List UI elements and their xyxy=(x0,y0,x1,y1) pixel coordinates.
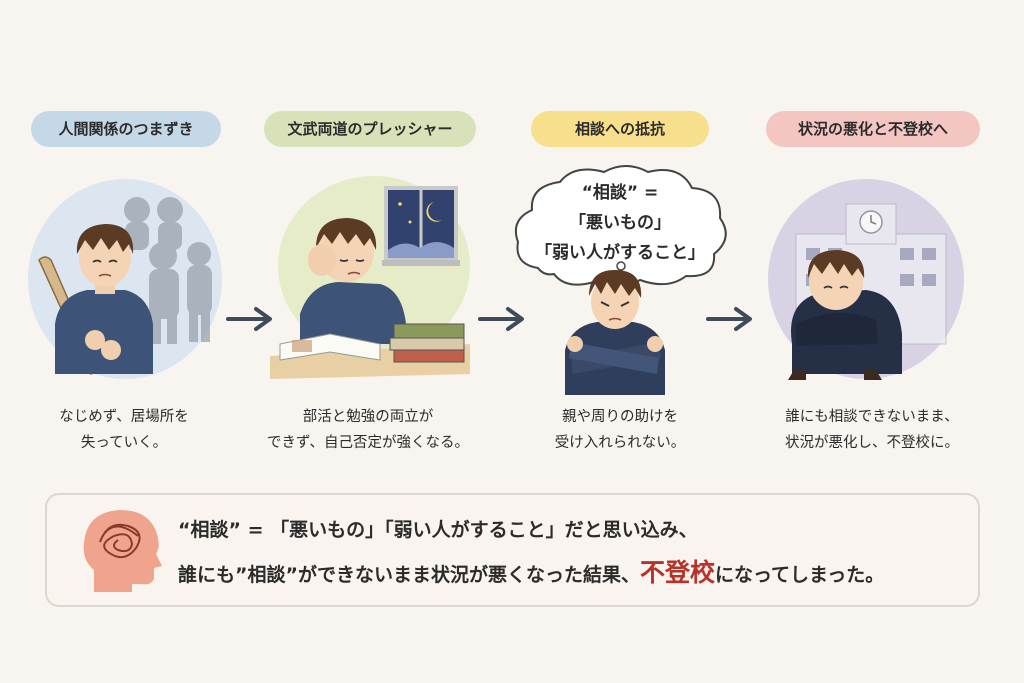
summary-highlight: 不登校 xyxy=(639,558,715,587)
summary-line-2: 誰にも”相談”ができないまま状況が悪くなった結果、不登校になってしまった。 xyxy=(178,553,884,589)
summary-line-1: “相談” = 「悪いもの」「弱い人がすること」だと思い込み、 xyxy=(178,519,698,541)
step-3-caption-line-1: 親や周りの助けを xyxy=(562,409,678,425)
step-4-caption-line-1: 誰にも相談できないまま、 xyxy=(785,409,959,425)
step-4-caption: 誰にも相談できないまま、 状況が悪化し、不登校に。 xyxy=(752,404,992,456)
thought-line-1: “相談” = xyxy=(581,183,659,203)
arrow-1-to-2 xyxy=(226,307,272,331)
step-4-title: 状況の悪化と不登校へ xyxy=(766,111,980,147)
night-window xyxy=(382,186,460,266)
summary-line-2-before: 誰にも”相談”ができないまま状況が悪くなった結果、 xyxy=(178,564,640,586)
thought-bubble-text: “相談” = 「悪いもの」 「弱い人がすること」 xyxy=(508,178,732,268)
step-2-caption: 部活と勉強の両立が できず、自己否定が強くなる。 xyxy=(248,404,488,456)
summary-box xyxy=(45,493,980,607)
arrow-3-to-4 xyxy=(706,307,752,331)
step-2-caption-line-1: 部活と勉強の両立が xyxy=(302,409,434,425)
thought-line-2: 「悪いもの」 xyxy=(569,213,671,233)
step-1-caption-line-1: なじめず、居場所を xyxy=(59,409,189,425)
step-2-illustration xyxy=(270,174,470,384)
step-2-caption-line-2: できず、自己否定が強くなる。 xyxy=(267,435,469,451)
step-3-illustration xyxy=(515,230,715,400)
step-2-title: 文武両道のプレッシャー xyxy=(264,111,476,147)
step-1-caption: なじめず、居場所を 失っていく。 xyxy=(4,404,244,456)
step-1-title: 人間関係のつまずき xyxy=(31,111,221,147)
step-1-illustration xyxy=(25,174,225,384)
thought-line-3: 「弱い人がすること」 xyxy=(535,243,705,263)
step-3-title: 相談への抵抗 xyxy=(531,111,709,147)
step-4-caption-line-2: 状況が悪化し、不登校に。 xyxy=(785,435,959,451)
step-3-caption: 親や周りの助けを 受け入れられない。 xyxy=(500,404,740,456)
arrow-2-to-3 xyxy=(478,307,524,331)
clock-icon xyxy=(859,210,883,234)
summary-line-2-after: になってしまった。 xyxy=(715,564,885,586)
step-3-caption-line-2: 受け入れられない。 xyxy=(554,435,686,451)
step-1-caption-line-2: 失っていく。 xyxy=(80,435,168,451)
tangled-thoughts-head-icon xyxy=(83,510,162,592)
step-4-illustration xyxy=(766,174,966,384)
